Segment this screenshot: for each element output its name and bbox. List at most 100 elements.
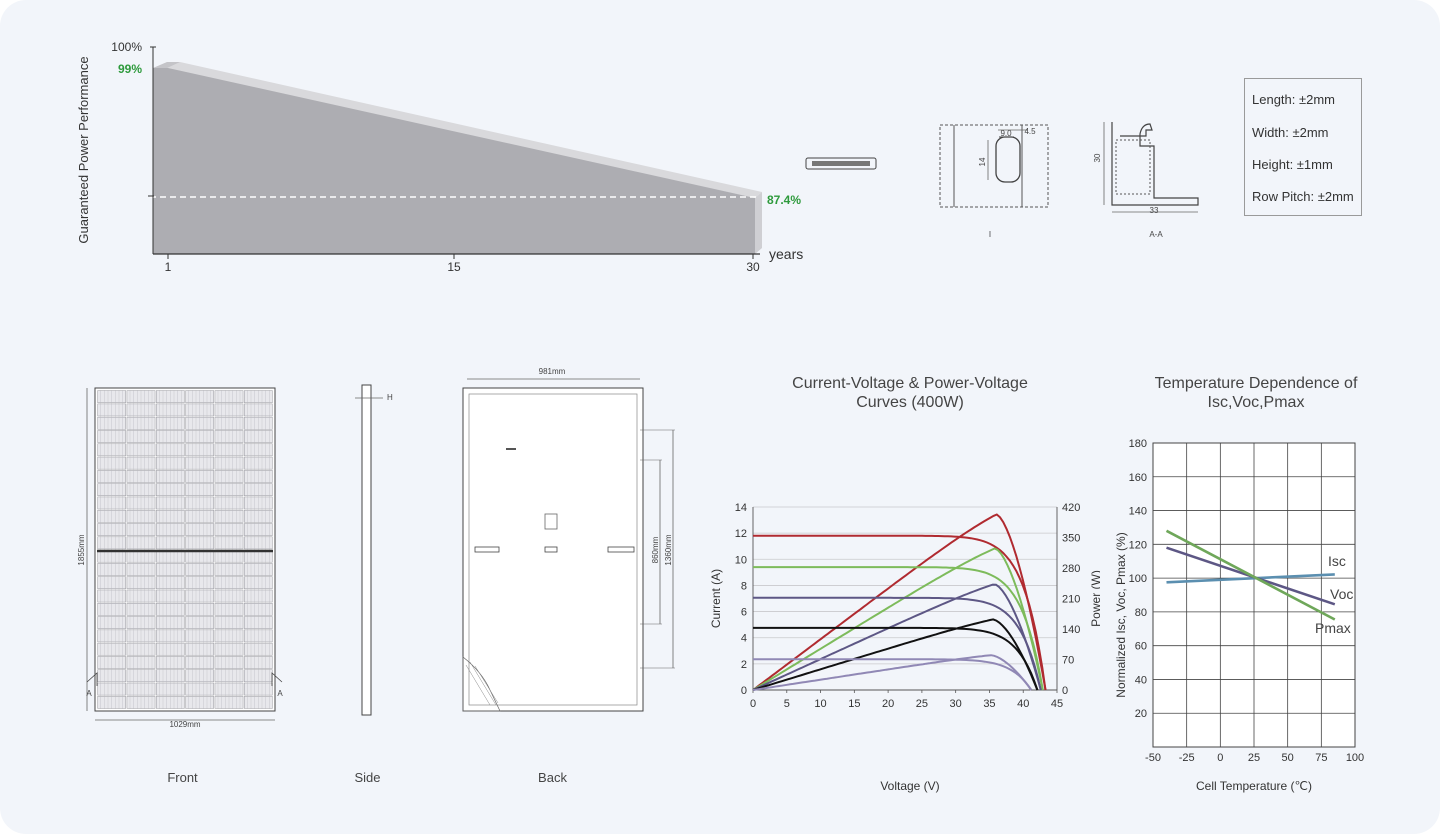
- tolerance-width: Width: ±2mm: [1252, 125, 1329, 140]
- dim-4-5: 4.5: [1024, 127, 1036, 136]
- junction-box: [544, 513, 558, 530]
- section-i-caption: I: [989, 230, 991, 239]
- iv-title-line2: Curves (400W): [856, 394, 964, 411]
- temp-x-tick: 50: [1282, 752, 1294, 764]
- temp-title-line2: Isc,Voc,Pmax: [1207, 394, 1305, 411]
- iv-x-tick: 45: [1051, 698, 1063, 710]
- temp-y-tick: 60: [1135, 641, 1147, 653]
- warranty-chart: 100% 99% 87.4% years 1 15 30 Guaranteed …: [76, 40, 803, 274]
- pv-curve-0: [752, 513, 1047, 691]
- iv-y2-tick: 70: [1062, 655, 1074, 667]
- iv-x-tick: 35: [983, 698, 995, 710]
- front-view: 1029mm 1855mm A A: [77, 387, 283, 729]
- temp-x-tick: -25: [1179, 752, 1195, 764]
- back-view: 981mm 860mm 1360mm: [462, 367, 675, 712]
- iv-y-tick: 8: [741, 580, 747, 592]
- module-drawings: 1029mm 1855mm A A H 981mm 860mm 1360m: [77, 367, 675, 729]
- temp-y-tick: 100: [1129, 573, 1147, 585]
- iv-y-tick: 0: [741, 685, 747, 697]
- side-caption: Side: [354, 770, 381, 785]
- temp-y-tick: 140: [1129, 506, 1147, 518]
- iv-x-tick: 15: [848, 698, 860, 710]
- temp-x-tick: 75: [1315, 752, 1327, 764]
- iv-y-tick: 4: [741, 633, 747, 645]
- tolerance-row-pitch: Row Pitch: ±2mm: [1252, 189, 1354, 204]
- dim-14: 14: [978, 157, 987, 166]
- tolerance-height: Height: ±1mm: [1252, 157, 1333, 172]
- temp-legend-isc: Isc: [1328, 553, 1346, 569]
- temp-series-isc: [1166, 573, 1335, 584]
- section-a-left: A: [86, 689, 92, 698]
- warranty-start-label: 99%: [118, 62, 142, 76]
- temp-x-tick: 100: [1346, 752, 1364, 764]
- dim-33: 33: [1150, 206, 1159, 215]
- pv-curve-3: [752, 618, 1039, 691]
- iv-y-tick: 2: [741, 659, 747, 671]
- temp-series-pmax: [1165, 529, 1336, 621]
- pv-curve-2: [752, 583, 1042, 691]
- warranty-area: [153, 68, 755, 254]
- section-aa-drawing: 30 33 A-A: [1093, 122, 1199, 239]
- warranty-tick-1: 1: [165, 260, 172, 274]
- iv-curve-3: [753, 626, 1039, 691]
- warranty-top-bevel: [153, 62, 762, 198]
- temp-y-tick: 180: [1129, 438, 1147, 450]
- temp-y-tick: 120: [1129, 539, 1147, 551]
- iv-y2-tick: 350: [1062, 533, 1080, 545]
- temp-y-label: Normalized Isc, Voc, Pmax (%): [1114, 532, 1128, 697]
- iv-y-tick: 14: [735, 502, 747, 514]
- iv-y2-tick: 420: [1062, 502, 1080, 514]
- iv-y-tick: 10: [735, 554, 747, 566]
- iv-x-tick: 10: [814, 698, 826, 710]
- pv-curve-4: [752, 654, 1033, 691]
- section-a-right: A: [277, 689, 283, 698]
- back-width-dim: 981mm: [539, 367, 566, 376]
- temp-y-tick: 20: [1135, 708, 1147, 720]
- temp-x-label: Cell Temperature (℃): [1196, 779, 1312, 793]
- front-caption: Front: [167, 770, 198, 785]
- iv-x-tick: 25: [916, 698, 928, 710]
- iv-y-tick: 12: [735, 528, 747, 540]
- iv-curve-2: [753, 596, 1042, 691]
- iv-curve-4: [753, 658, 1033, 691]
- iv-y2-tick: 0: [1062, 685, 1068, 697]
- warranty-side-bevel: [755, 192, 762, 254]
- temp-title-line1: Temperature Dependence of: [1154, 375, 1358, 392]
- warranty-x-label: years: [769, 246, 803, 262]
- temp-chart-title: Temperature Dependence of Isc,Voc,Pmax: [1106, 374, 1406, 412]
- section-aa-caption: A-A: [1149, 230, 1163, 239]
- back-caption: Back: [538, 770, 567, 785]
- iv-x-tick: 30: [950, 698, 962, 710]
- dim-9: 9.0: [1000, 129, 1012, 138]
- pv-curve-1: [752, 547, 1044, 691]
- iv-y2-tick: 210: [1062, 594, 1080, 606]
- front-height-dim: 1855mm: [77, 534, 86, 565]
- connector-drawing: [805, 157, 877, 170]
- iv-x-tick: 20: [882, 698, 894, 710]
- iv-y2-tick: 280: [1062, 563, 1080, 575]
- warranty-100-label: 100%: [111, 40, 142, 54]
- section-i-drawing: 9.0 4.5 14 I: [939, 124, 1049, 239]
- pitch-1360-dim: 1360mm: [664, 534, 673, 565]
- temp-legend-pmax: Pmax: [1315, 620, 1351, 636]
- tolerance-box: Length: ±2mm Width: ±2mm Height: ±1mm Ro…: [1244, 78, 1362, 216]
- side-h-label: H: [387, 393, 393, 402]
- iv-title-line1: Current-Voltage & Power-Voltage: [792, 375, 1028, 392]
- iv-y2-label: Power (W): [1089, 570, 1100, 627]
- frame-profile-drawings: 9.0 4.5 14 I 30 33 A-A: [805, 122, 1199, 239]
- warranty-y-label: Guaranteed Power Performance: [76, 56, 91, 243]
- temp-x-tick: -50: [1145, 752, 1161, 764]
- side-view: H: [355, 384, 393, 716]
- iv-y-tick: 6: [741, 607, 747, 619]
- temp-legend-voc: Voc: [1330, 586, 1353, 602]
- iv-curve-1: [753, 566, 1044, 691]
- iv-y-label: Current (A): [709, 569, 723, 628]
- iv-x-tick: 0: [750, 698, 756, 710]
- temp-x-tick: 0: [1217, 752, 1223, 764]
- pitch-860-dim: 860mm: [651, 536, 660, 563]
- temp-x-tick: 25: [1248, 752, 1260, 764]
- iv-curve-0: [753, 534, 1047, 691]
